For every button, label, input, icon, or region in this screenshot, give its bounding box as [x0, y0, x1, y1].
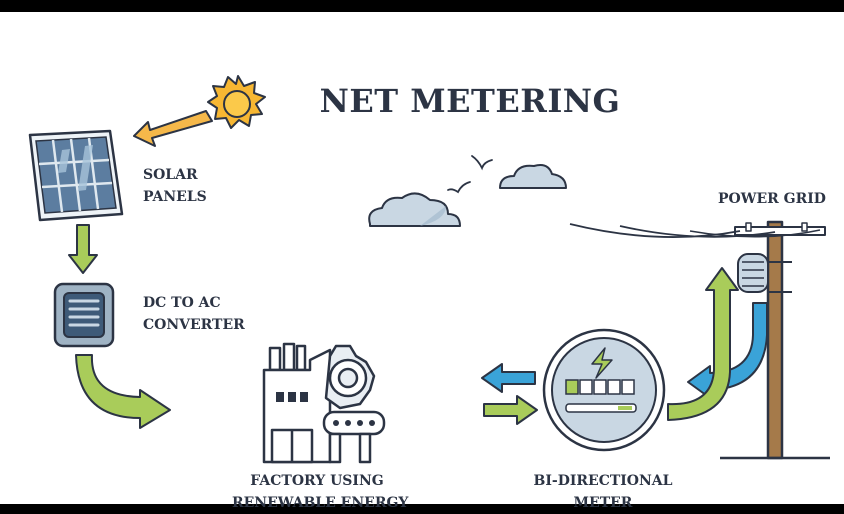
- bird-icon: [447, 155, 493, 194]
- arrow-to-factory-icon: [481, 363, 536, 393]
- power-grid-pole-icon: [569, 220, 830, 460]
- solar-panels-label-line1: SOLAR: [143, 167, 198, 183]
- factory-label: FACTORY USING RENEWABLE ENERGY: [232, 470, 409, 514]
- cloud-icon: [499, 164, 567, 189]
- solar-panel-icon: [28, 129, 124, 222]
- arrow-to-meter-icon: [483, 395, 538, 425]
- curved-arrow-icon: [75, 354, 171, 429]
- cloud-icon: [368, 192, 461, 227]
- converter-label-line2: CONVERTER: [143, 317, 245, 333]
- down-arrow-icon: [68, 224, 98, 274]
- factory-label-line2: RENEWABLE ENERGY: [232, 495, 409, 511]
- converter-label: DC TO AC CONVERTER: [143, 292, 245, 336]
- page-title: NET METERING: [319, 82, 621, 120]
- meter-label-line2: METER: [573, 495, 633, 511]
- meter-label: BI-DIRECTIONAL METER: [518, 470, 688, 514]
- converter-label-line1: DC TO AC: [143, 295, 221, 311]
- power-grid-label: POWER GRID: [718, 191, 826, 207]
- solar-panels-label-line2: PANELS: [143, 189, 207, 205]
- sun-icon: [207, 75, 266, 129]
- sun-arrow-icon: [133, 110, 213, 147]
- bi-directional-meter-icon: [542, 328, 666, 452]
- solar-panels-label: SOLAR PANELS: [143, 164, 207, 208]
- converter-icon: [53, 282, 115, 348]
- arrow-to-grid-icon: [667, 267, 739, 421]
- factory-icon: [262, 342, 386, 464]
- factory-label-line1: FACTORY USING: [250, 473, 384, 489]
- meter-label-line1: BI-DIRECTIONAL: [533, 473, 673, 489]
